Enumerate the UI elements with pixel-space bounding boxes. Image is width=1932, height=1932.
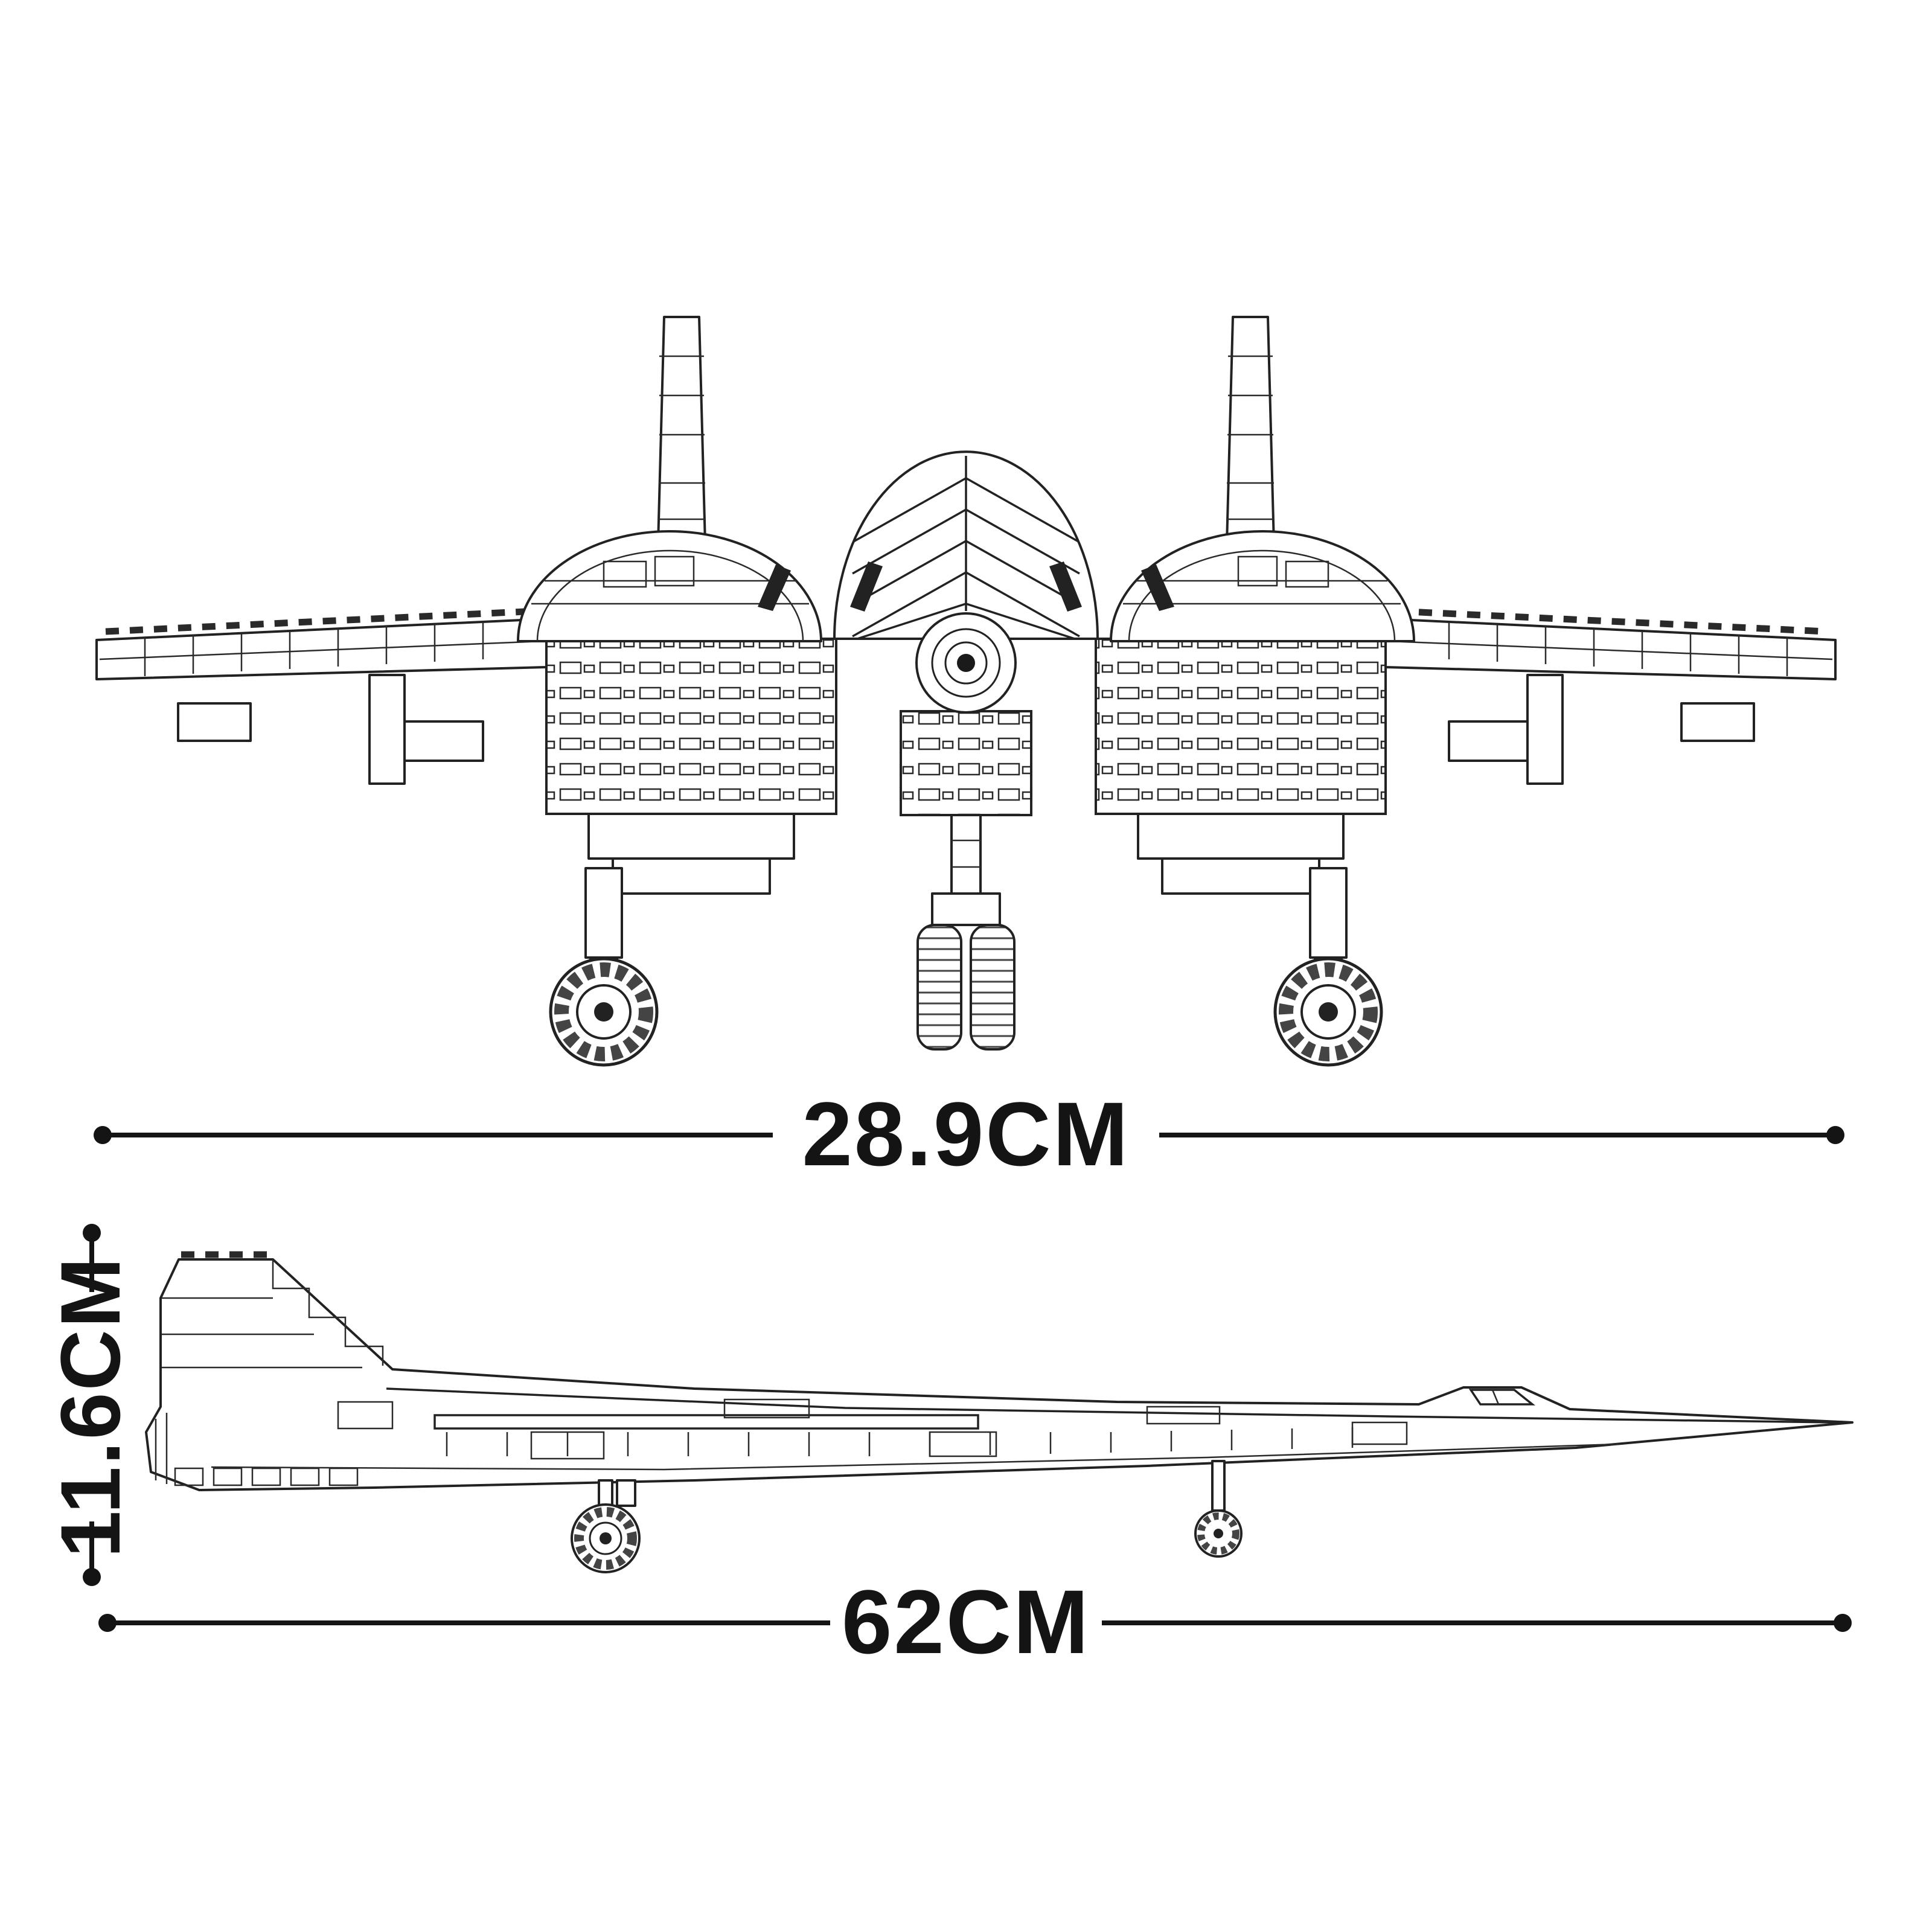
dimension-endpoint-dot (94, 1126, 112, 1144)
dimension-endpoint-dot (1826, 1126, 1844, 1144)
front-landing-gear (549, 814, 1383, 1067)
left-vertical-tail (657, 316, 706, 545)
front-view-drawing (95, 316, 1837, 1067)
dimension-endpoint-dot (83, 1224, 101, 1242)
length-dimension-label: 62CM (842, 1571, 1090, 1672)
right-engine-nacelle (1110, 530, 1415, 642)
side-landing-gear (571, 1460, 1243, 1573)
height-dimension: 11.6CM (37, 1224, 149, 1586)
cockpit-canopy (1468, 1389, 1535, 1406)
height-dimension-label: 11.6CM (43, 1256, 138, 1558)
side-view-drawing (145, 1251, 1854, 1573)
right-wing (1384, 607, 1837, 680)
right-vertical-tail (1226, 316, 1275, 545)
tail-fin-detail (162, 1251, 384, 1369)
wingspan-dimension: 28.9CM (94, 1083, 1844, 1185)
left-wing (95, 607, 548, 680)
side-brick-details (155, 1398, 1408, 1486)
left-pylons (177, 674, 484, 785)
left-engine-nacelle (517, 530, 822, 642)
fuselage-brick-band (545, 638, 1387, 895)
center-fuselage-dome (833, 450, 1099, 714)
right-pylons (1448, 674, 1755, 785)
dimension-endpoint-dot (98, 1614, 117, 1632)
width-dimension-label: 28.9CM (802, 1083, 1130, 1185)
nose-intake-rings (915, 612, 1017, 714)
dimension-endpoint-dot (83, 1568, 101, 1586)
dimension-endpoint-dot (1834, 1614, 1852, 1632)
length-dimension: 62CM (98, 1571, 1852, 1672)
